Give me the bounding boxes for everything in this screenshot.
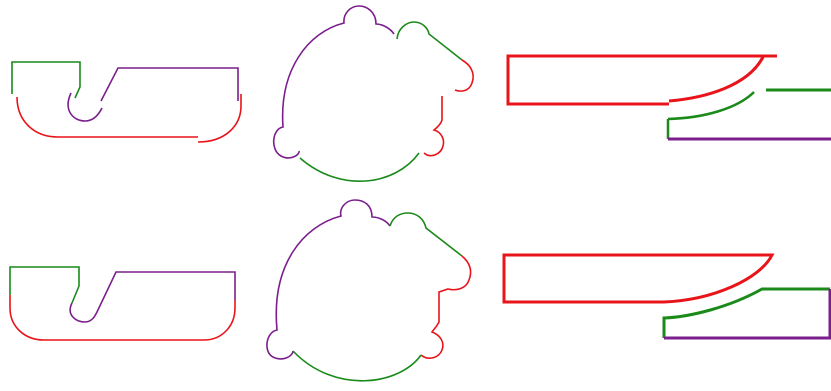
blade-red-body xyxy=(502,253,775,304)
bowl-shape-top xyxy=(11,61,242,143)
gear-green-bottom xyxy=(299,152,420,182)
blade-purple-base xyxy=(664,289,831,340)
gear-purple-arc xyxy=(272,5,395,159)
blade-red-curve xyxy=(668,56,765,103)
gear-circle-shape-top xyxy=(272,5,474,182)
bowl-green-segment xyxy=(11,61,81,99)
blade-shape-top xyxy=(506,54,831,141)
bowl-purple-hook xyxy=(67,92,103,122)
gear-purple-arc xyxy=(266,199,391,360)
bowl-red-right xyxy=(197,94,242,143)
gear-red-right xyxy=(423,96,445,157)
bowl-shape-bottom xyxy=(9,266,236,341)
bowl-purple-top xyxy=(100,67,239,102)
gear-green-bump xyxy=(389,212,463,257)
blade-shape-bottom xyxy=(502,253,831,340)
gear-red-knob xyxy=(454,59,474,92)
top-row xyxy=(11,5,831,182)
bottom-row xyxy=(9,199,831,382)
bowl-green-segment xyxy=(9,266,80,304)
blade-green-curve xyxy=(666,91,755,139)
blade-green-curve xyxy=(662,287,830,338)
bowl-red-bottom xyxy=(16,96,198,138)
gear-green-bottom xyxy=(292,350,422,382)
gear-circle-shape-bottom xyxy=(266,199,472,382)
gear-red-knob xyxy=(420,255,472,359)
blade-red-body xyxy=(506,54,777,106)
gear-green-bump xyxy=(396,21,463,61)
bowl-red-bottom xyxy=(9,295,236,341)
bowl-purple-hook xyxy=(69,271,236,323)
